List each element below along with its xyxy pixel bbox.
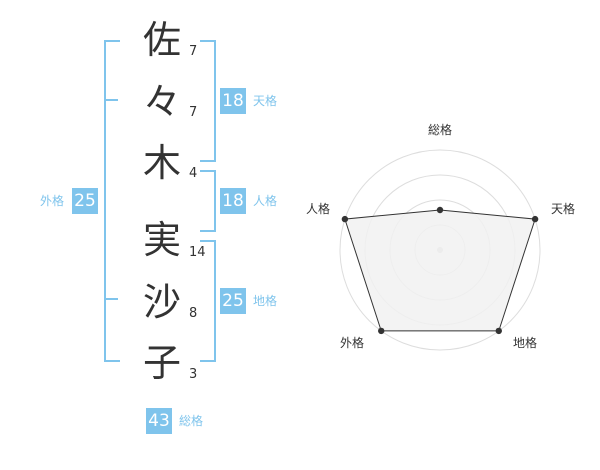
gaikaku-bracket-tick — [104, 99, 118, 101]
radar-axis-label: 人格 — [306, 201, 330, 216]
radar-axis-label: 地格 — [513, 335, 537, 350]
chikaku-label: 地格 — [253, 294, 278, 308]
tenkaku-label: 天格 — [253, 94, 278, 108]
radar-point — [378, 327, 385, 335]
name-char-6: 子 — [142, 341, 181, 385]
name-char-2: 々 — [142, 80, 181, 124]
stroke-count-2: 7 — [189, 105, 198, 120]
radar-polygon — [344, 209, 536, 332]
radar-point — [531, 215, 539, 223]
radar-axis-label: 外格 — [340, 335, 364, 350]
gaikaku-label: 外格 — [40, 194, 65, 208]
jinkaku-score: 18 — [220, 188, 246, 214]
radar-axis-label: 総格 — [428, 122, 452, 137]
stroke-count-1: 7 — [189, 44, 198, 59]
stroke-count-3: 4 — [189, 166, 198, 181]
stroke-count-5: 8 — [189, 306, 198, 321]
name-char-4: 実 — [142, 218, 181, 262]
stroke-count-6: 3 — [189, 367, 198, 382]
gaikaku-bracket — [104, 40, 120, 362]
chikaku-bracket — [200, 240, 216, 362]
gaikaku-bracket-tick — [104, 298, 118, 300]
radar-point — [495, 327, 502, 335]
chikaku-score: 25 — [220, 288, 246, 314]
name-char-3: 木 — [142, 141, 181, 185]
soukaku-score: 43 — [146, 408, 172, 434]
name-char-5: 沙 — [142, 280, 181, 324]
stroke-count-4: 14 — [189, 245, 206, 260]
radar-axis-label: 天格 — [551, 201, 575, 216]
radar-shape — [341, 206, 539, 335]
name-char-1: 佐 — [142, 18, 181, 62]
tenkaku-score: 18 — [220, 88, 246, 114]
jinkaku-label: 人格 — [253, 194, 278, 208]
soukaku-label: 総格 — [179, 414, 204, 428]
tenkaku-bracket — [200, 40, 216, 162]
jinkaku-bracket — [200, 170, 216, 232]
radar-point — [436, 206, 444, 214]
gaikaku-score: 25 — [72, 188, 98, 214]
radar-point — [341, 215, 349, 223]
